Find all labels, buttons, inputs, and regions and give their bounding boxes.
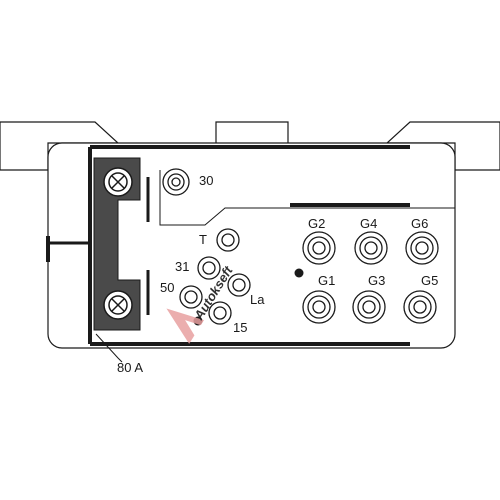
terminal-50-label: 50 [160,280,174,295]
terminal-la: La [227,273,265,307]
side-clip [46,236,92,262]
terminal-g6: G6 [405,216,439,265]
terminal-g5: G5 [403,273,438,324]
fuse-label: 80 A [117,360,143,375]
inner-board [88,145,455,346]
terminal-t: T [199,228,240,252]
terminal-30: 30 [162,168,213,196]
mounting-flange-right [385,121,500,171]
terminal-t-label: T [199,232,207,247]
top-tab [215,121,289,143]
mounting-flange-left [0,121,120,171]
orientation-dot-right [294,268,304,278]
terminal-g4: G4 [354,216,388,265]
terminal-g2: G2 [302,216,336,265]
terminal-g6-label: G6 [411,216,428,231]
fuse-leader-line [95,333,123,363]
terminal-g5-label: G5 [421,273,438,288]
fuse-80a: 80 A [93,157,143,375]
terminal-30-label: 30 [199,173,213,188]
terminal-50: 50 [160,280,203,309]
terminal-31-label: 31 [175,259,189,274]
watermark-mark [166,308,204,344]
terminal-31: 31 [175,256,221,280]
terminal-g3-label: G3 [368,273,385,288]
terminal-la-label: La [250,292,265,307]
terminal-15: 15 [208,301,247,335]
terminal-g3: G3 [352,273,386,324]
terminal-g1-label: G1 [318,273,335,288]
terminal-g2-label: G2 [308,216,325,231]
fuse-screw-bottom [103,290,133,320]
fuse-screw-top [103,167,133,197]
terminal-15-label: 15 [233,320,247,335]
terminal-g4-label: G4 [360,216,377,231]
terminal-g1: G1 [302,273,336,324]
